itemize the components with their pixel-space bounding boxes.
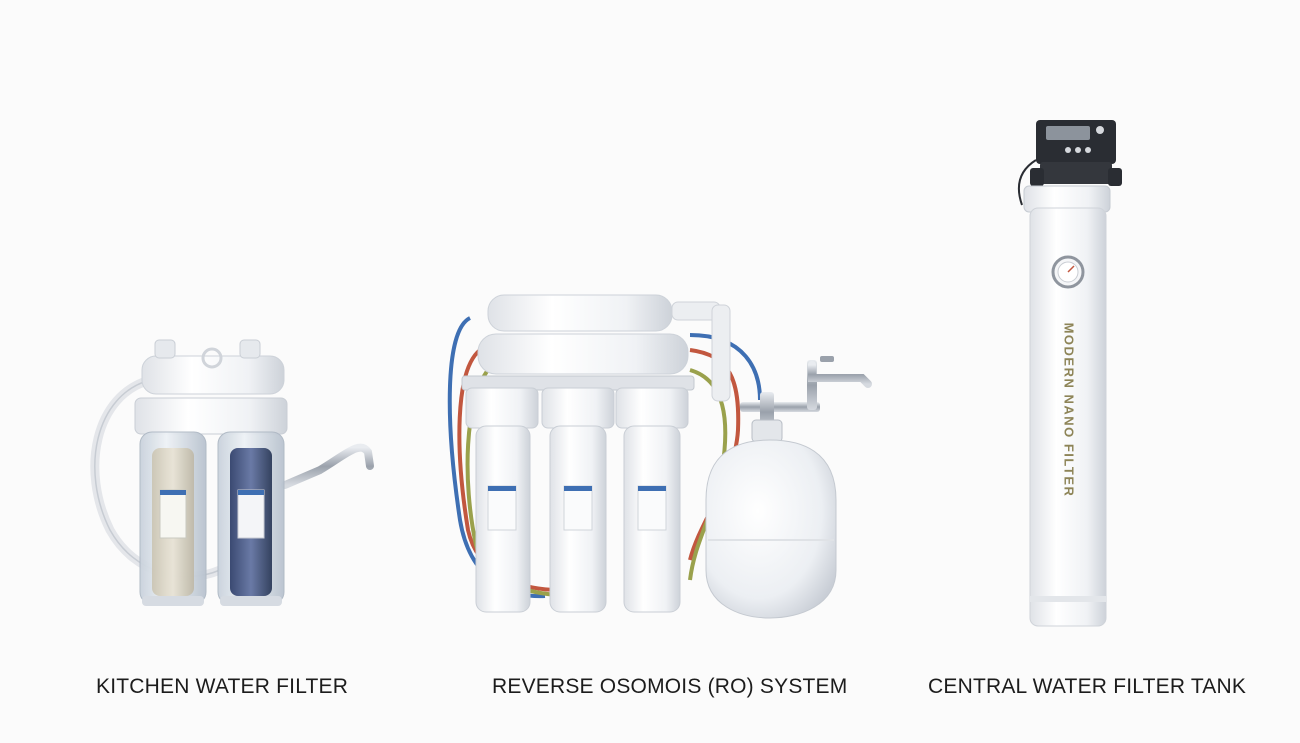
membrane-housing-lower bbox=[477, 333, 689, 375]
faucet-spout bbox=[281, 443, 374, 489]
membrane-housing-top bbox=[487, 294, 673, 332]
ro-system-image bbox=[447, 294, 872, 619]
pressure-gauge-icon bbox=[1051, 255, 1085, 289]
control-valve-head bbox=[1017, 120, 1122, 206]
pressure-tank bbox=[705, 392, 837, 619]
caption-ro-system: REVERSE OSOMOIS (RO) SYSTEM bbox=[492, 675, 848, 698]
tank-label-text: MODERN NANO FILTER bbox=[1061, 322, 1077, 498]
caption-kitchen-water-filter: KITCHEN WATER FILTER bbox=[96, 675, 349, 698]
canister-2 bbox=[541, 387, 615, 613]
kitchen-water-filter-image bbox=[90, 339, 374, 606]
tank-body bbox=[1029, 207, 1107, 627]
filter-head bbox=[134, 397, 288, 435]
canister-1 bbox=[465, 387, 539, 613]
top-housing bbox=[141, 355, 285, 395]
canister-3 bbox=[615, 387, 689, 613]
caption-central-water-filter-tank: CENTRAL WATER FILTER TANK bbox=[928, 675, 1247, 698]
central-tank-image bbox=[1017, 120, 1122, 627]
